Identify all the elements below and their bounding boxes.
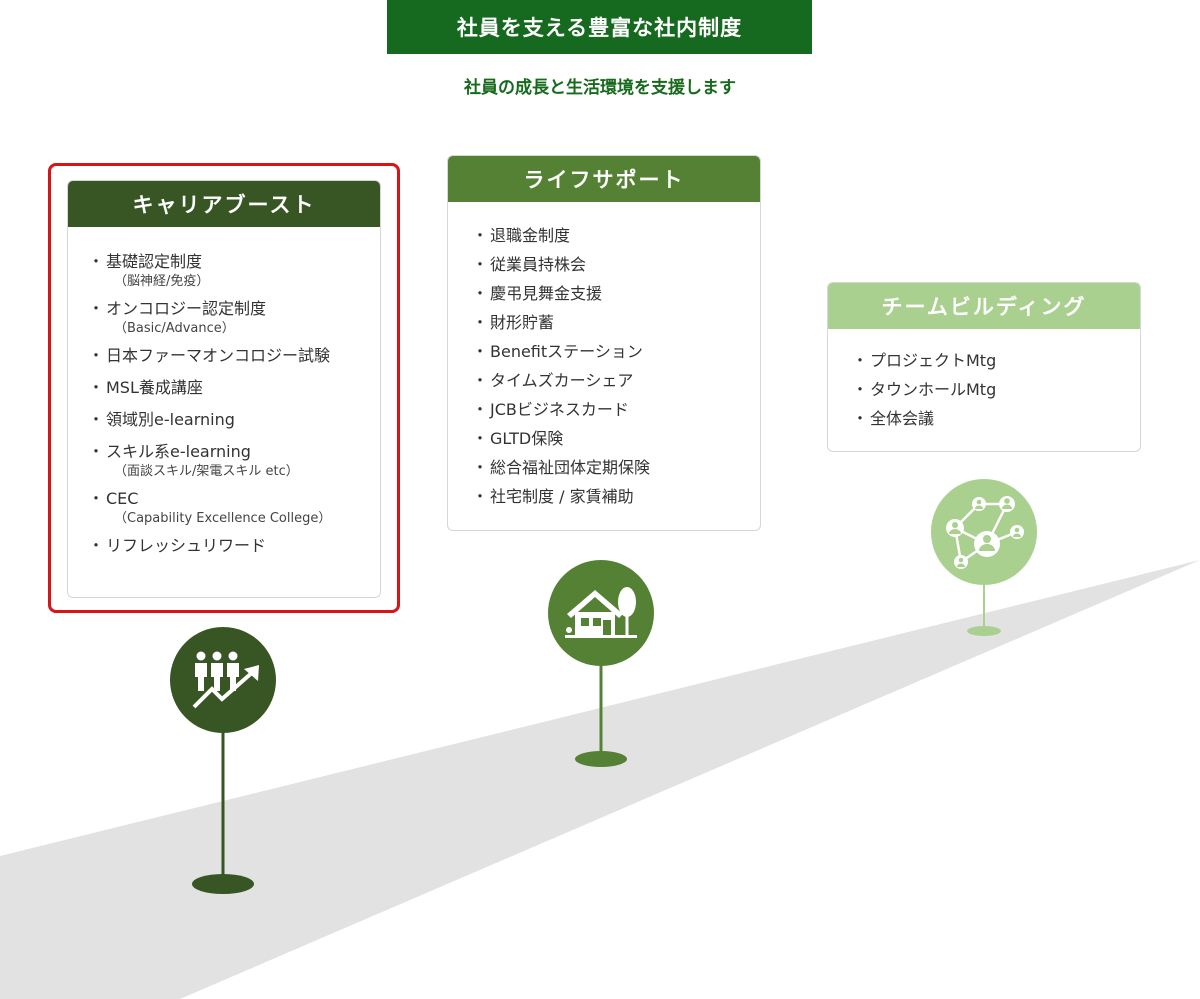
highlight-frame: [48, 163, 400, 613]
pin-base: [192, 874, 254, 894]
career-item-label: リフレッシュリワード: [106, 536, 267, 555]
career-boost-card: キャリアブースト 基礎認定制度 （脳神経/免疫） オンコロジー認定制度 （Basic/…: [67, 180, 381, 598]
career-item-label: CEC: [106, 489, 139, 508]
career-list-item: スキル系e-learning （面談スキル/架電スキル etc）: [88, 441, 380, 481]
life-item-label: 従業員持株会: [490, 255, 587, 274]
career-list-item: 日本ファーマオンコロジー試験: [88, 345, 380, 367]
team-item-label: 全体会議: [870, 409, 935, 428]
page-title-banner: 社員を支える豊富な社内制度: [387, 0, 812, 54]
career-item-label: 領域別e-learning: [106, 410, 235, 429]
career-item-note: （脳神経/免疫）: [114, 274, 210, 289]
life-support-card: ライフサポート 退職金制度従業員持株会慶弔見舞金支援財形貯蓄 Benefitステー…: [447, 155, 761, 531]
life-list-item: 総合福祉団体定期保険: [472, 457, 760, 479]
pin-stem: [599, 660, 603, 756]
career-boost-list: 基礎認定制度 （脳神経/免疫） オンコロジー認定制度 （Basic/Advance） 日…: [68, 227, 380, 557]
career-item-label: オンコロジー認定制度: [106, 299, 267, 318]
career-list-item: 基礎認定制度 （脳神経/免疫）: [88, 251, 380, 291]
life-list-item: JCBビジネスカード: [472, 399, 760, 421]
life-list-item: GLTD保険: [472, 428, 760, 450]
life-list-item: 退職金制度: [472, 225, 760, 247]
page-subtitle: 社員の成長と生活環境を支援します: [464, 78, 736, 98]
career-item-note: （面談スキル/架電スキル etc）: [114, 464, 299, 479]
life-item-label: Benefitステーション: [490, 342, 643, 361]
career-list-item: MSL養成講座: [88, 377, 380, 399]
life-item-label: 社宅制度 / 家賃補助: [490, 487, 634, 506]
life-list-item: 慶弔見舞金支援: [472, 283, 760, 305]
life-item-label: 退職金制度: [490, 226, 571, 245]
house-tree-icon: [565, 587, 637, 638]
career-boost-pin: [160, 625, 286, 900]
road-surface: [0, 560, 1200, 999]
life-item-label: タイムズカーシェア: [490, 371, 634, 390]
team-item-label: プロジェクトMtg: [870, 351, 997, 370]
career-item-note: （Capability Excellence College）: [114, 511, 332, 526]
life-item-label: JCBビジネスカード: [490, 400, 629, 419]
life-item-label: GLTD保険: [490, 429, 564, 448]
life-item-label: 総合福祉団体定期保険: [490, 458, 651, 477]
pin-stem: [983, 582, 985, 626]
career-boost-card-title: キャリアブースト: [68, 181, 380, 227]
pin-head: [170, 627, 276, 733]
people-network-icon: [946, 496, 1024, 569]
life-list-item: Benefitステーション: [472, 341, 760, 363]
career-item-label: 基礎認定制度: [106, 252, 203, 271]
page-title: 社員を支える豊富な社内制度: [456, 16, 743, 40]
pin-stem: [221, 725, 225, 880]
pin-base: [575, 751, 627, 767]
life-list-item: タイムズカーシェア: [472, 370, 760, 392]
life-support-list: 退職金制度従業員持株会慶弔見舞金支援財形貯蓄 Benefitステーションタイムズカ…: [448, 202, 760, 508]
career-item-label: MSL養成講座: [106, 378, 203, 397]
life-list-item: 財形貯蓄: [472, 312, 760, 334]
career-item-label: 日本ファーマオンコロジー試験: [106, 346, 331, 365]
life-list-item: 社宅制度 / 家賃補助: [472, 486, 760, 508]
team-list-item: タウンホールMtg: [852, 379, 1140, 401]
team-item-label: タウンホールMtg: [870, 380, 997, 399]
team-building-pin: [929, 478, 1039, 640]
life-list-item: 従業員持株会: [472, 254, 760, 276]
career-list-item: CEC （Capability Excellence College）: [88, 488, 380, 528]
team-building-card: チームビルディング プロジェクトMtg タウンホールMtg 全体会議: [827, 282, 1141, 452]
life-support-pin: [547, 560, 655, 770]
team-list-item: プロジェクトMtg: [852, 350, 1140, 372]
pin-base: [967, 626, 1001, 636]
team-building-card-title: チームビルディング: [828, 283, 1140, 329]
team-building-list: プロジェクトMtg タウンホールMtg 全体会議: [828, 329, 1140, 430]
career-list-item: 領域別e-learning: [88, 409, 380, 431]
career-item-note: （Basic/Advance）: [114, 321, 235, 336]
career-list-item: オンコロジー認定制度 （Basic/Advance）: [88, 298, 380, 338]
career-list-item: リフレッシュリワード: [88, 535, 380, 557]
career-item-label: スキル系e-learning: [106, 442, 251, 461]
life-support-card-title: ライフサポート: [448, 156, 760, 202]
team-list-item: 全体会議: [852, 408, 1140, 430]
team-growth-chart-icon: [192, 651, 259, 709]
life-item-label: 財形貯蓄: [490, 313, 555, 332]
life-item-label: 慶弔見舞金支援: [490, 284, 603, 303]
